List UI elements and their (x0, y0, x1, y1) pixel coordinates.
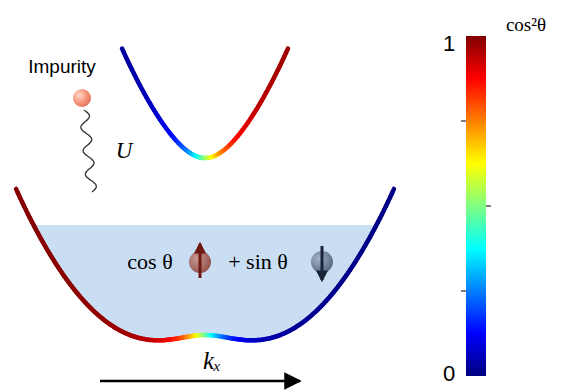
colorbar-max: 1 (443, 33, 455, 55)
spin-down (311, 246, 333, 280)
energy-bands (16, 48, 394, 340)
axis-label: kₓ (203, 348, 221, 373)
impurity-label: Impurity (28, 57, 96, 76)
impurity-sphere (73, 89, 91, 107)
band-segment (392, 189, 394, 193)
colorbar-min: 0 (443, 363, 455, 385)
spin-up (189, 244, 211, 278)
interaction-wave (81, 110, 97, 192)
colorbar-tick (486, 206, 491, 207)
fermi-sea (34, 225, 376, 340)
spin-down-coefficient: + sin θ (228, 251, 288, 273)
k-axis (100, 380, 300, 383)
potential-label: U (116, 139, 133, 162)
colorbar-title: cos²θ (506, 15, 546, 34)
colorbar-tick (461, 291, 466, 292)
colorbar (466, 36, 486, 376)
fermi-sea-fill (34, 225, 376, 340)
colorbar-tick (461, 121, 466, 122)
spin-up-coefficient: cos θ (127, 251, 172, 273)
band-segment (286, 48, 288, 52)
